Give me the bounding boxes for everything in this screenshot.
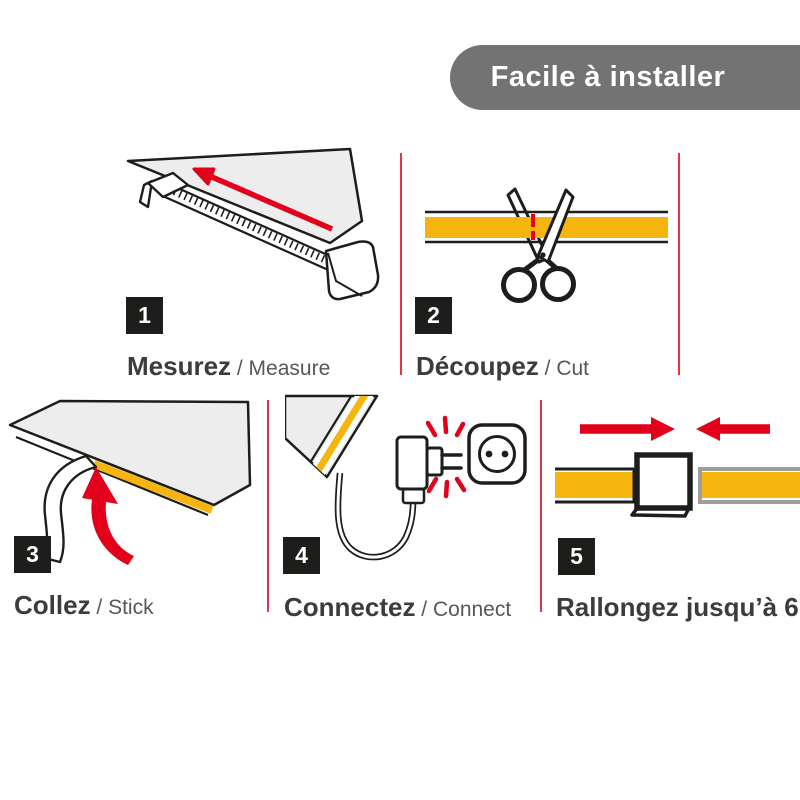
step-3-stick: 3 Collez / Stick bbox=[0, 390, 268, 630]
push-arrow-right-head bbox=[696, 417, 720, 441]
outlet-well bbox=[478, 435, 516, 473]
step-1-label-en: / Measure bbox=[231, 357, 331, 380]
red-measure-arrow-head bbox=[192, 167, 216, 186]
peel-backing-tape bbox=[42, 454, 98, 564]
step-3-badge: 3 bbox=[14, 536, 51, 573]
scissors-pivot bbox=[540, 252, 546, 258]
scissors-ring-right bbox=[540, 266, 576, 302]
step-5-label-fr: Rallongez jusqu’à 6m bbox=[556, 592, 800, 622]
tape-measure-icon bbox=[126, 147, 380, 301]
step-5-badge: 5 bbox=[558, 538, 595, 575]
outlet-hole-right bbox=[501, 450, 509, 458]
step-1-label-fr: Mesurez bbox=[127, 351, 232, 381]
step-2-label-fr: Découpez bbox=[416, 351, 539, 381]
adapter-cable-connector bbox=[401, 487, 426, 505]
tape-hook-plate bbox=[146, 171, 190, 199]
shelf-surface bbox=[8, 399, 252, 507]
step-2-cut: 2 Découpez / Cut bbox=[400, 0, 800, 400]
banner-title: Facile à installer bbox=[490, 61, 726, 93]
step-1-badge: 1 bbox=[126, 297, 163, 334]
red-measure-arrow-shaft bbox=[210, 174, 334, 232]
power-plug-and-outlet-icon bbox=[285, 394, 527, 561]
divider-top-right bbox=[678, 153, 680, 375]
step-5-extend: 5 Rallongez jusqu’à 6m bbox=[540, 390, 800, 630]
step-3-label: Collez / Stick bbox=[14, 590, 154, 621]
spark-lines-top bbox=[425, 415, 466, 438]
tape-body bbox=[324, 240, 380, 301]
step-4-label-fr: Connectez bbox=[284, 592, 416, 622]
step-3-label-fr: Collez bbox=[14, 590, 91, 620]
adhesive-yellow-strip bbox=[92, 460, 214, 514]
step-3-label-en: / Stick bbox=[90, 596, 154, 619]
divider-bottom-right bbox=[540, 400, 542, 612]
step-2-badge: 2 bbox=[415, 297, 452, 334]
shelf-corner-yellow-strip bbox=[310, 396, 375, 477]
shelf-corner-inner-edge bbox=[304, 396, 364, 472]
curved-red-arrow-head bbox=[82, 467, 118, 504]
power-adapter-body bbox=[395, 435, 429, 491]
step-1-measure: 1 Mesurez / Measure bbox=[0, 0, 400, 400]
strip-connector-icon bbox=[555, 417, 800, 518]
peel-and-stick-strip-icon bbox=[8, 399, 252, 565]
step-4-label-en: / Connect bbox=[415, 598, 512, 621]
divider-bottom-left bbox=[267, 400, 269, 612]
spark-lines-bottom bbox=[426, 476, 467, 499]
step-4-connect: 4 Connectez / Connect bbox=[270, 390, 540, 630]
push-arrow-left-head bbox=[651, 417, 675, 441]
power-cable-inner bbox=[336, 472, 415, 559]
right-strip-yellow bbox=[702, 472, 800, 498]
left-strip-yellow bbox=[555, 472, 635, 498]
strip-connector-body bbox=[634, 452, 693, 511]
step-4-badge: 4 bbox=[283, 537, 320, 574]
shelf-front-edge bbox=[15, 435, 209, 517]
step-1-label: Mesurez / Measure bbox=[127, 351, 330, 382]
tape-body-fold bbox=[327, 252, 363, 297]
scissors-cutting-strip-icon bbox=[425, 187, 668, 303]
plug-head bbox=[425, 446, 444, 477]
curved-red-arrow-body bbox=[91, 499, 134, 565]
outlet-hole-left bbox=[485, 450, 493, 458]
step-4-label: Connectez / Connect bbox=[284, 592, 511, 623]
banner: Facile à installer bbox=[450, 45, 800, 110]
step-2-label-en: / Cut bbox=[538, 357, 589, 380]
led-strip-yellow-band bbox=[425, 217, 668, 238]
scissors-ring-left bbox=[501, 267, 537, 303]
divider-top-left bbox=[400, 153, 402, 375]
step-5-label: Rallongez jusqu’à 6m bbox=[556, 592, 800, 623]
step-2-label: Découpez / Cut bbox=[416, 351, 589, 382]
